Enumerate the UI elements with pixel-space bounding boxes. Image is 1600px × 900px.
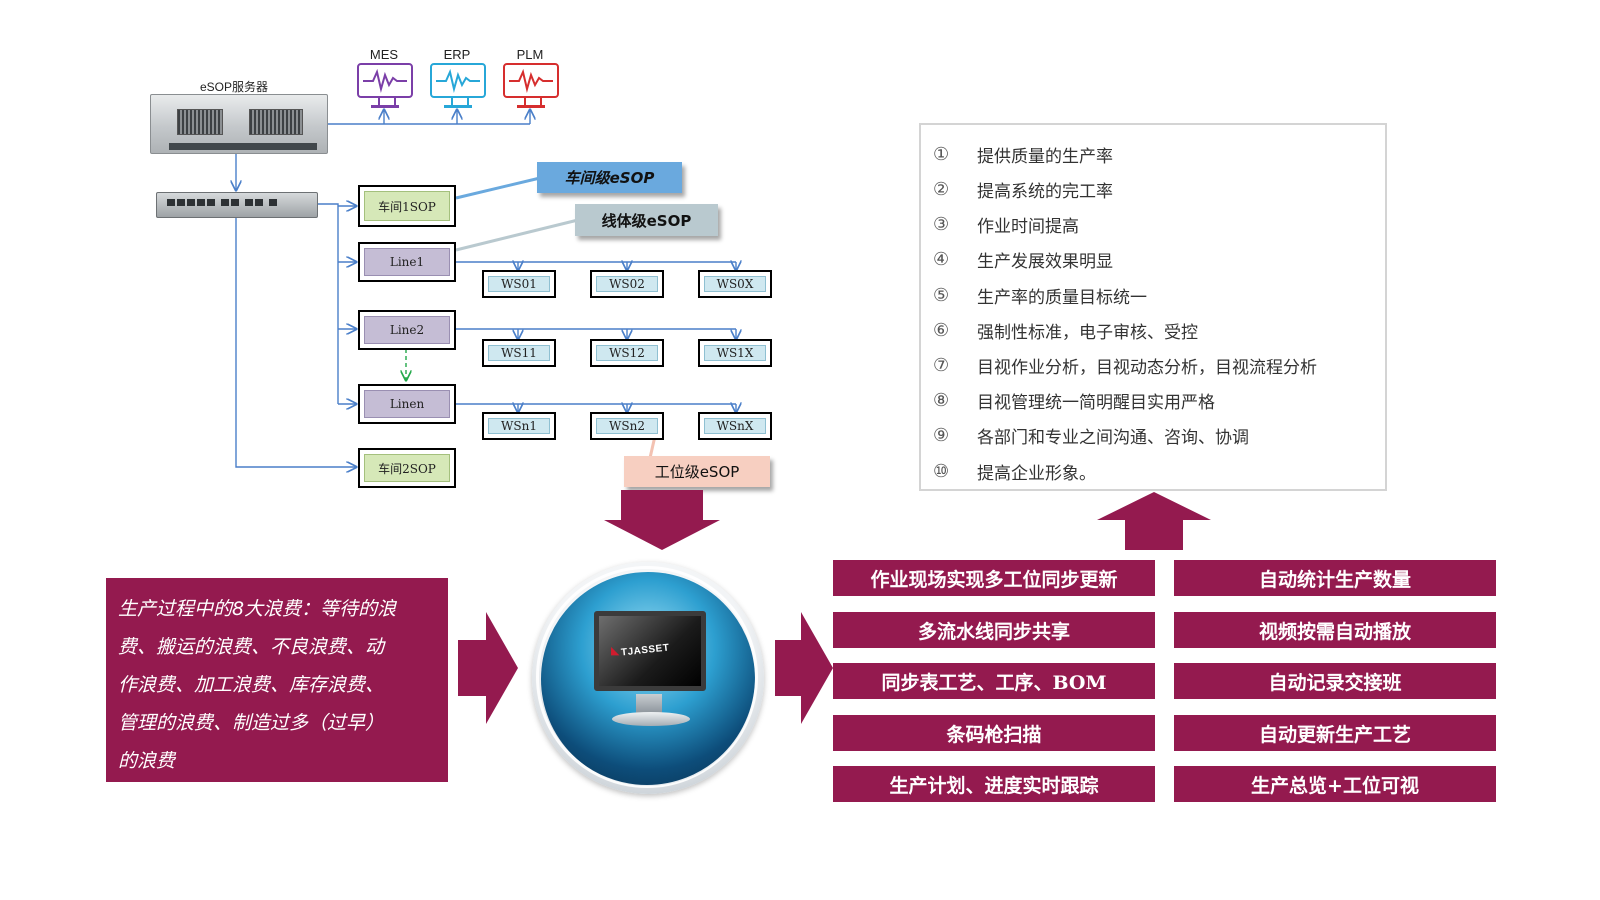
feature-left: 同步表工艺、工序、BOM	[833, 663, 1155, 699]
feature-right: 视频按需自动播放	[1174, 612, 1496, 648]
station-label: WSn2	[596, 418, 658, 434]
station-level-tag: 工位级eSOP	[624, 456, 770, 487]
station-node: WSn2	[590, 412, 664, 440]
down-arrow-icon	[604, 520, 720, 550]
station-node: WS11	[482, 339, 556, 367]
server-icon	[150, 94, 328, 154]
up-arrow-icon	[1097, 492, 1211, 550]
station-node: WS0X	[698, 270, 772, 298]
station-node: WS1X	[698, 339, 772, 367]
station-label: WS02	[596, 276, 658, 292]
globe-ring	[536, 566, 758, 788]
workshop1-label: 车间1SOP	[364, 191, 450, 221]
line1-node: Line1	[358, 242, 456, 282]
mes-monitor-icon	[357, 63, 413, 108]
waste-line: 管理的浪费、制造过多（过早）	[118, 712, 385, 734]
monitor-base	[612, 712, 690, 726]
station-node: WS01	[482, 270, 556, 298]
station-label: WSnX	[704, 418, 766, 434]
station-label: WS01	[488, 276, 550, 292]
feature-right: 自动更新生产工艺	[1174, 715, 1496, 751]
erp-label: ERP	[443, 47, 471, 62]
station-node: WSn1	[482, 412, 556, 440]
waste-description-box: 生产过程中的8大浪费：等待的浪 费、搬运的浪费、不良浪费、动 作浪费、加工浪费、…	[106, 578, 448, 782]
station-label: WS12	[596, 345, 658, 361]
feature-left: 生产计划、进度实时跟踪	[833, 766, 1155, 802]
workshop1-node: 车间1SOP	[358, 185, 456, 227]
workshop-level-tag: 车间级eSOP	[537, 162, 682, 193]
station-node: WS02	[590, 270, 664, 298]
line2-label: Line2	[364, 316, 450, 344]
linen-label: Linen	[364, 390, 450, 418]
station-label: WS1X	[704, 345, 766, 361]
plm-monitor-icon	[503, 63, 559, 108]
server-label: eSOP服务器	[200, 80, 269, 94]
brand-triangle-icon: ◣	[611, 644, 620, 657]
feature-right: 生产总览+工位可视	[1174, 766, 1496, 802]
feature-right: 自动记录交接班	[1174, 663, 1496, 699]
right-arrow-icon	[775, 612, 833, 724]
waste-line: 生产过程中的8大浪费：等待的浪	[118, 598, 397, 620]
feature-left: 作业现场实现多工位同步更新	[833, 560, 1155, 596]
waste-line: 的浪费	[118, 750, 176, 772]
brand-logo-text: TJASSET	[621, 642, 671, 659]
feature-left: 多流水线同步共享	[833, 612, 1155, 648]
linen-node: Linen	[358, 384, 456, 424]
station-node: WS12	[590, 339, 664, 367]
station-label: WS0X	[704, 276, 766, 292]
monitor-stand	[636, 694, 662, 714]
monitor-icon: ◣ TJASSET	[594, 611, 706, 691]
down-arrow-shaft-icon	[621, 490, 703, 522]
feature-right: 自动统计生产数量	[1174, 560, 1496, 596]
feature-left: 条码枪扫描	[833, 715, 1155, 751]
mes-label: MES	[369, 47, 399, 62]
network-switch-icon	[156, 192, 318, 218]
station-label: WSn1	[488, 418, 550, 434]
plm-label: PLM	[516, 47, 544, 62]
station-label: WS11	[488, 345, 550, 361]
workshop2-label: 车间2SOP	[364, 454, 450, 482]
erp-monitor-icon	[430, 63, 486, 108]
workshop2-node: 车间2SOP	[358, 448, 456, 488]
station-node: WSnX	[698, 412, 772, 440]
line2-node: Line2	[358, 310, 456, 350]
waste-line: 作浪费、加工浪费、库存浪费、	[118, 674, 385, 696]
right-arrow-icon	[458, 612, 518, 724]
line-level-tag: 线体级eSOP	[575, 204, 718, 236]
waste-line: 费、搬运的浪费、不良浪费、动	[118, 636, 385, 658]
line1-label: Line1	[364, 248, 450, 276]
